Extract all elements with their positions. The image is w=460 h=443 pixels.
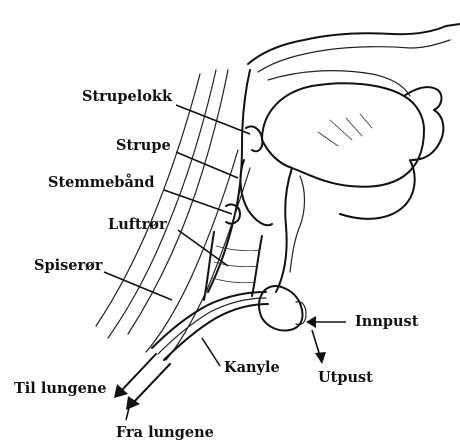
labels: Strupelokk Strupe Stemmebånd Luftrør Spi… — [14, 88, 419, 441]
head-outline — [248, 24, 460, 64]
label-strupelokk: Strupelokk — [82, 88, 173, 105]
lip-upper — [404, 87, 441, 110]
label-stemmeband: Stemmebånd — [48, 173, 155, 191]
label-spiseror: Spiserør — [34, 257, 103, 274]
spine-line-3 — [96, 74, 200, 326]
utpust-arrow-shaft — [312, 330, 320, 356]
utpust-arrowhead — [315, 352, 326, 364]
spine-line-2 — [108, 70, 216, 338]
label-kanyle: Kanyle — [224, 359, 280, 376]
leader-luftror — [178, 230, 228, 266]
tongue-outline — [262, 83, 424, 186]
label-luftror: Luftrør — [108, 216, 167, 233]
innpust-arrowhead — [306, 316, 316, 328]
tongue-texture-1 — [330, 120, 352, 140]
neck-front-outline — [276, 168, 292, 292]
label-til-lungene: Til lungene — [14, 380, 107, 397]
larynx-front — [290, 176, 305, 272]
label-fra-lungene: Fra lungene — [116, 424, 214, 441]
epiglottis-shape — [246, 126, 262, 151]
trachea-ring-3 — [212, 278, 256, 283]
label-innpust: Innpust — [355, 313, 419, 330]
spine-line-1 — [128, 70, 228, 334]
anatomy-illustration — [96, 24, 460, 404]
tongue-texture-3 — [318, 132, 338, 146]
cannula-tube-inner — [164, 304, 268, 360]
pharynx-back-wall — [208, 70, 250, 292]
larynx-shape — [241, 160, 272, 225]
lip-lower — [412, 110, 443, 160]
label-utpust: Utpust — [318, 369, 373, 386]
tongue-texture-4 — [360, 114, 372, 128]
leader-kanyle — [202, 338, 220, 366]
chin-outline — [340, 160, 415, 219]
label-strupe: Strupe — [116, 137, 171, 154]
airflow-line-from-lungs — [132, 364, 170, 404]
tongue-texture-2 — [346, 118, 362, 136]
